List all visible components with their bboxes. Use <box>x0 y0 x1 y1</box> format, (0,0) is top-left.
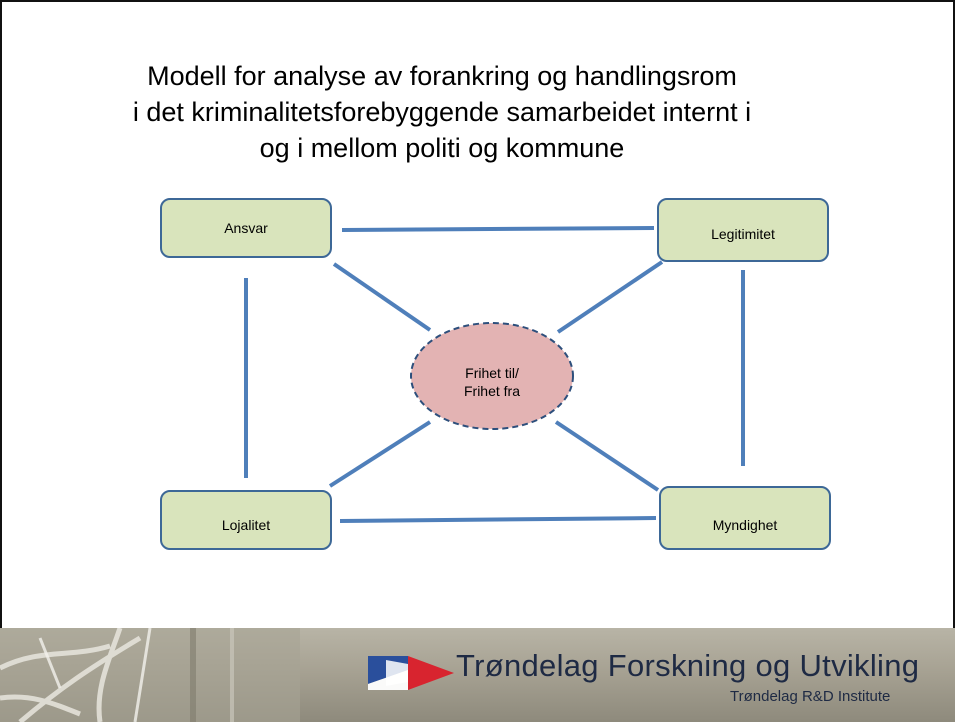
node-legitimitet-label: Legitimitet <box>711 226 775 242</box>
organization-name: Trøndelag Forskning og Utvikling <box>456 648 920 683</box>
node-ansvar-label: Ansvar <box>224 220 268 236</box>
node-ansvar: Ansvar <box>160 198 332 258</box>
organization-subtitle: Trøndelag R&D Institute <box>730 688 891 705</box>
node-legitimitet: Legitimitet <box>657 198 829 262</box>
connector-ansvar-center <box>332 262 432 332</box>
center-node-label: Frihet til/ Frihet fra <box>412 352 572 412</box>
footer-banner: Trøndelag Forskning og Utvikling Trøndel… <box>0 628 955 722</box>
node-myndighet-label: Myndighet <box>712 517 778 533</box>
connector-myndighet-center <box>554 420 660 492</box>
connector-ansvar-legitimitet <box>341 226 655 232</box>
footer-texture-decoration <box>0 628 300 722</box>
center-label-line-2: Frihet fra <box>463 383 520 399</box>
connector-lojalitet-myndighet <box>339 516 657 523</box>
title-line-1: Modell for analyse av forankring og hand… <box>147 61 737 91</box>
center-ellipse <box>410 322 574 430</box>
node-myndighet: Myndighet <box>659 486 831 550</box>
node-lojalitet: Lojalitet <box>160 490 332 550</box>
connector-legitimitet-center <box>556 260 664 334</box>
slide-title: Modell for analyse av forankring og hand… <box>42 58 842 166</box>
logo-flag-icon <box>368 656 454 690</box>
node-lojalitet-label: Lojalitet <box>221 517 271 533</box>
connector-lojalitet-center <box>328 420 432 488</box>
center-label-line-1: Frihet til/ <box>465 365 519 381</box>
title-line-2: i det kriminalitetsforebyggende samarbei… <box>132 97 752 127</box>
diagram-connectors <box>244 226 745 523</box>
title-line-3: og i mellom politi og kommune <box>259 133 625 163</box>
